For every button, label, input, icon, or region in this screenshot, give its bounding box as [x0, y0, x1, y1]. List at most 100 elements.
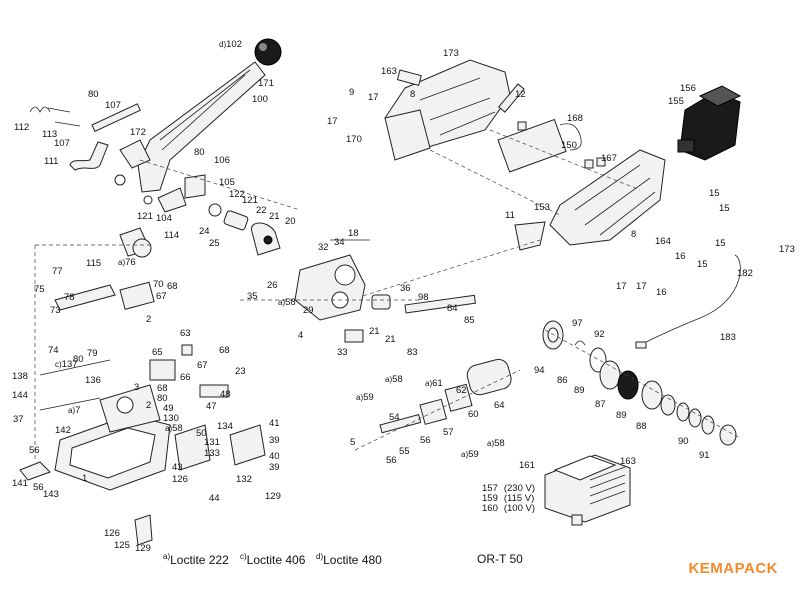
part-label-8b: 8	[631, 229, 636, 240]
part-label-80: 80	[88, 89, 99, 100]
part-label-73: 73	[50, 305, 61, 316]
legend-text-a: Loctite 222	[170, 553, 229, 567]
legend-marker-d: d)	[316, 552, 324, 561]
part-label-9: 9	[349, 87, 354, 98]
part-label-25: 25	[209, 238, 220, 249]
charger-161	[544, 454, 631, 526]
nut-91	[719, 424, 737, 446]
part-label-48: 48	[220, 389, 231, 400]
part-label-40: 40	[269, 451, 280, 462]
part-label-111: 111	[44, 156, 58, 167]
part-label-56: 56	[29, 445, 40, 456]
label-163	[396, 69, 422, 86]
part-label-125: 125	[114, 540, 130, 551]
part-label-58c: a)58	[385, 374, 403, 385]
part-label-173: 173	[443, 48, 459, 59]
part-label-97: 97	[572, 318, 583, 329]
bearing-36	[371, 294, 391, 310]
part-label-50: 50	[196, 428, 207, 439]
cutter-block-131	[174, 424, 211, 471]
part-label-183: 183	[720, 332, 736, 343]
rod-136	[39, 359, 111, 376]
part-label-75: 75	[34, 284, 45, 295]
part-label-15d: 15	[697, 259, 708, 270]
part-141	[19, 461, 51, 481]
bracket-bore	[116, 396, 134, 414]
cable-connector	[635, 341, 647, 349]
part-label-55: 55	[399, 446, 410, 457]
brand-logo: KEMAPACK	[688, 560, 778, 577]
lever-handle-111	[69, 141, 109, 171]
part-label-136: 136	[85, 375, 101, 386]
part-label-39b: 39	[269, 462, 280, 473]
part-label-4: 4	[298, 330, 303, 341]
motor-axis	[354, 369, 521, 451]
shaft-83	[404, 294, 476, 314]
part-label-43: 43	[172, 462, 183, 473]
part-label-161: 161	[519, 460, 535, 471]
eccentric-shaft-assembly	[119, 203, 281, 258]
part-label-16b: 16	[656, 287, 667, 298]
part-63	[181, 344, 193, 356]
part-label-23: 23	[235, 366, 246, 377]
part-label-144: 144	[12, 390, 28, 401]
battery-155	[677, 85, 742, 161]
part-label-129: 129	[265, 491, 281, 502]
part-label-132: 132	[236, 474, 252, 485]
part-label-168: 168	[567, 113, 583, 124]
cable-150	[559, 123, 582, 151]
legend-loctite-222: a)Loctite 222	[163, 552, 229, 567]
part-label-70: 70	[153, 279, 164, 290]
part-label-18: 18	[348, 228, 359, 239]
lever-arm-detail	[159, 69, 251, 151]
part-70	[119, 281, 155, 310]
part-label-122: 122	[229, 189, 245, 200]
bracket-11	[514, 221, 546, 251]
battery-top-156	[698, 85, 742, 107]
part-label-33: 33	[337, 347, 348, 358]
part-label-141: 141	[12, 478, 28, 489]
charger-foot	[571, 514, 583, 526]
part-label-74: 74	[48, 345, 59, 356]
legend-loctite-480: d)Loctite 480	[316, 552, 382, 567]
part-label-91: 91	[699, 450, 710, 461]
housing-ribs	[419, 77, 496, 136]
part-label-92: 92	[594, 329, 605, 340]
part-label-56b: 56	[33, 482, 44, 493]
legend-marker-c: c)	[240, 552, 247, 561]
part-label-21: 21	[269, 211, 280, 222]
clip-92	[574, 340, 586, 346]
part-12	[498, 83, 525, 113]
part-label-68b: 68	[219, 345, 230, 356]
part-label-3: 3	[134, 382, 139, 393]
part-number-labels: d)102 171 100 80 107 112 113 107 172 111…	[12, 39, 795, 554]
eccentric-bore	[263, 235, 273, 245]
part-label-44: 44	[209, 493, 220, 504]
part-label-58d: a)58	[487, 438, 505, 449]
part-label-88: 88	[636, 421, 647, 432]
washer-121b	[143, 195, 153, 205]
part-label-104: 104	[156, 213, 172, 224]
part-label-155: 155	[668, 96, 684, 107]
part-label-89b: 89	[616, 410, 627, 421]
part-33	[344, 329, 364, 343]
part-label-8: 8	[410, 89, 415, 100]
bearing-22	[223, 210, 249, 231]
seal-97-inner	[547, 327, 559, 343]
part-label-57: 57	[443, 427, 454, 438]
shaft-55	[379, 414, 422, 434]
voltage-row-157: 157(230 V)	[482, 483, 535, 494]
part-label-163: 163	[381, 66, 397, 77]
part-105	[184, 174, 206, 199]
pin-113	[54, 121, 81, 127]
part-label-86: 86	[557, 375, 568, 386]
voltage-row-159: 159(115 V)	[482, 493, 534, 504]
part-label-84: 84	[447, 303, 458, 314]
part-label-126b: 126	[104, 528, 120, 539]
charger-vents	[589, 466, 626, 505]
cable-182	[639, 254, 741, 346]
housing-axis-1	[429, 149, 561, 216]
washer-stack-3	[701, 415, 715, 435]
part-label-138: 138	[12, 371, 28, 382]
